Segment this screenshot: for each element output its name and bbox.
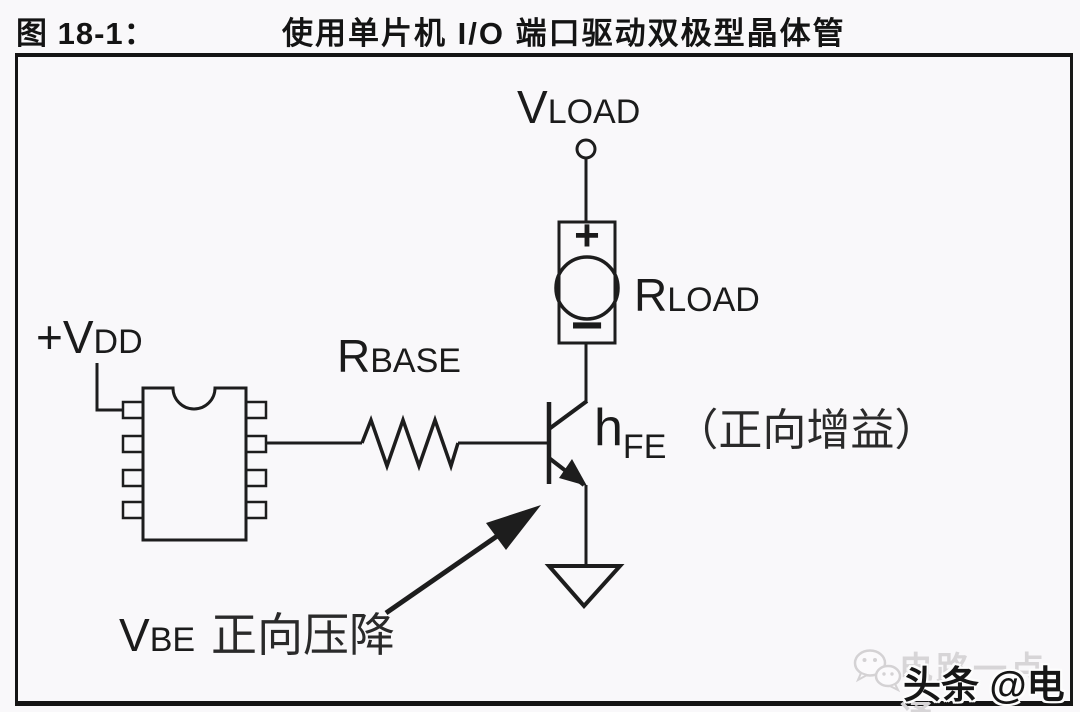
ground-symbol-icon: [544, 564, 625, 610]
vbe-arrowhead-icon: [486, 505, 541, 550]
ic-pins: [121, 400, 268, 520]
figure-title: 使用单片机 I/O 端口驱动双极型晶体管: [282, 16, 846, 51]
ic-pin: [244, 500, 268, 520]
rbase-resistor-zigzag: [360, 414, 460, 472]
figure-number: 图 18-1：: [16, 16, 156, 51]
watermark-gray-text: 电路一点通: [899, 651, 1047, 712]
wechat-icon: [853, 649, 902, 693]
ic-pin: [121, 400, 145, 420]
plus-sign: +: [574, 211, 600, 260]
minus-sign: −: [570, 293, 604, 356]
ic-pin: [121, 468, 145, 488]
hfe-label: hFE（正向增益）: [594, 399, 939, 466]
transistor-collector-line: [547, 399, 589, 431]
ic-pin: [244, 400, 268, 420]
ic-pin: [244, 468, 268, 488]
figure-frame: [15, 53, 1073, 706]
vbe-arrow-shaft: [384, 529, 505, 616]
rbase-label: RBASE: [337, 330, 461, 382]
rload-circle: [554, 255, 620, 321]
rload-label: RLOAD: [634, 269, 760, 321]
vdd-wire: [95, 363, 123, 412]
ic-body: [141, 386, 248, 542]
ic-pin: [244, 434, 268, 454]
ic-pin: [121, 500, 145, 520]
vload-label: VLOAD: [517, 81, 641, 133]
ic-pin: [121, 434, 145, 454]
watermark-black-text: 头条 @电巢: [903, 665, 1065, 707]
vdd-label: +VDD: [36, 311, 143, 363]
vload-terminal-icon: [575, 138, 597, 160]
emitter-arrowhead-icon: [559, 459, 587, 486]
